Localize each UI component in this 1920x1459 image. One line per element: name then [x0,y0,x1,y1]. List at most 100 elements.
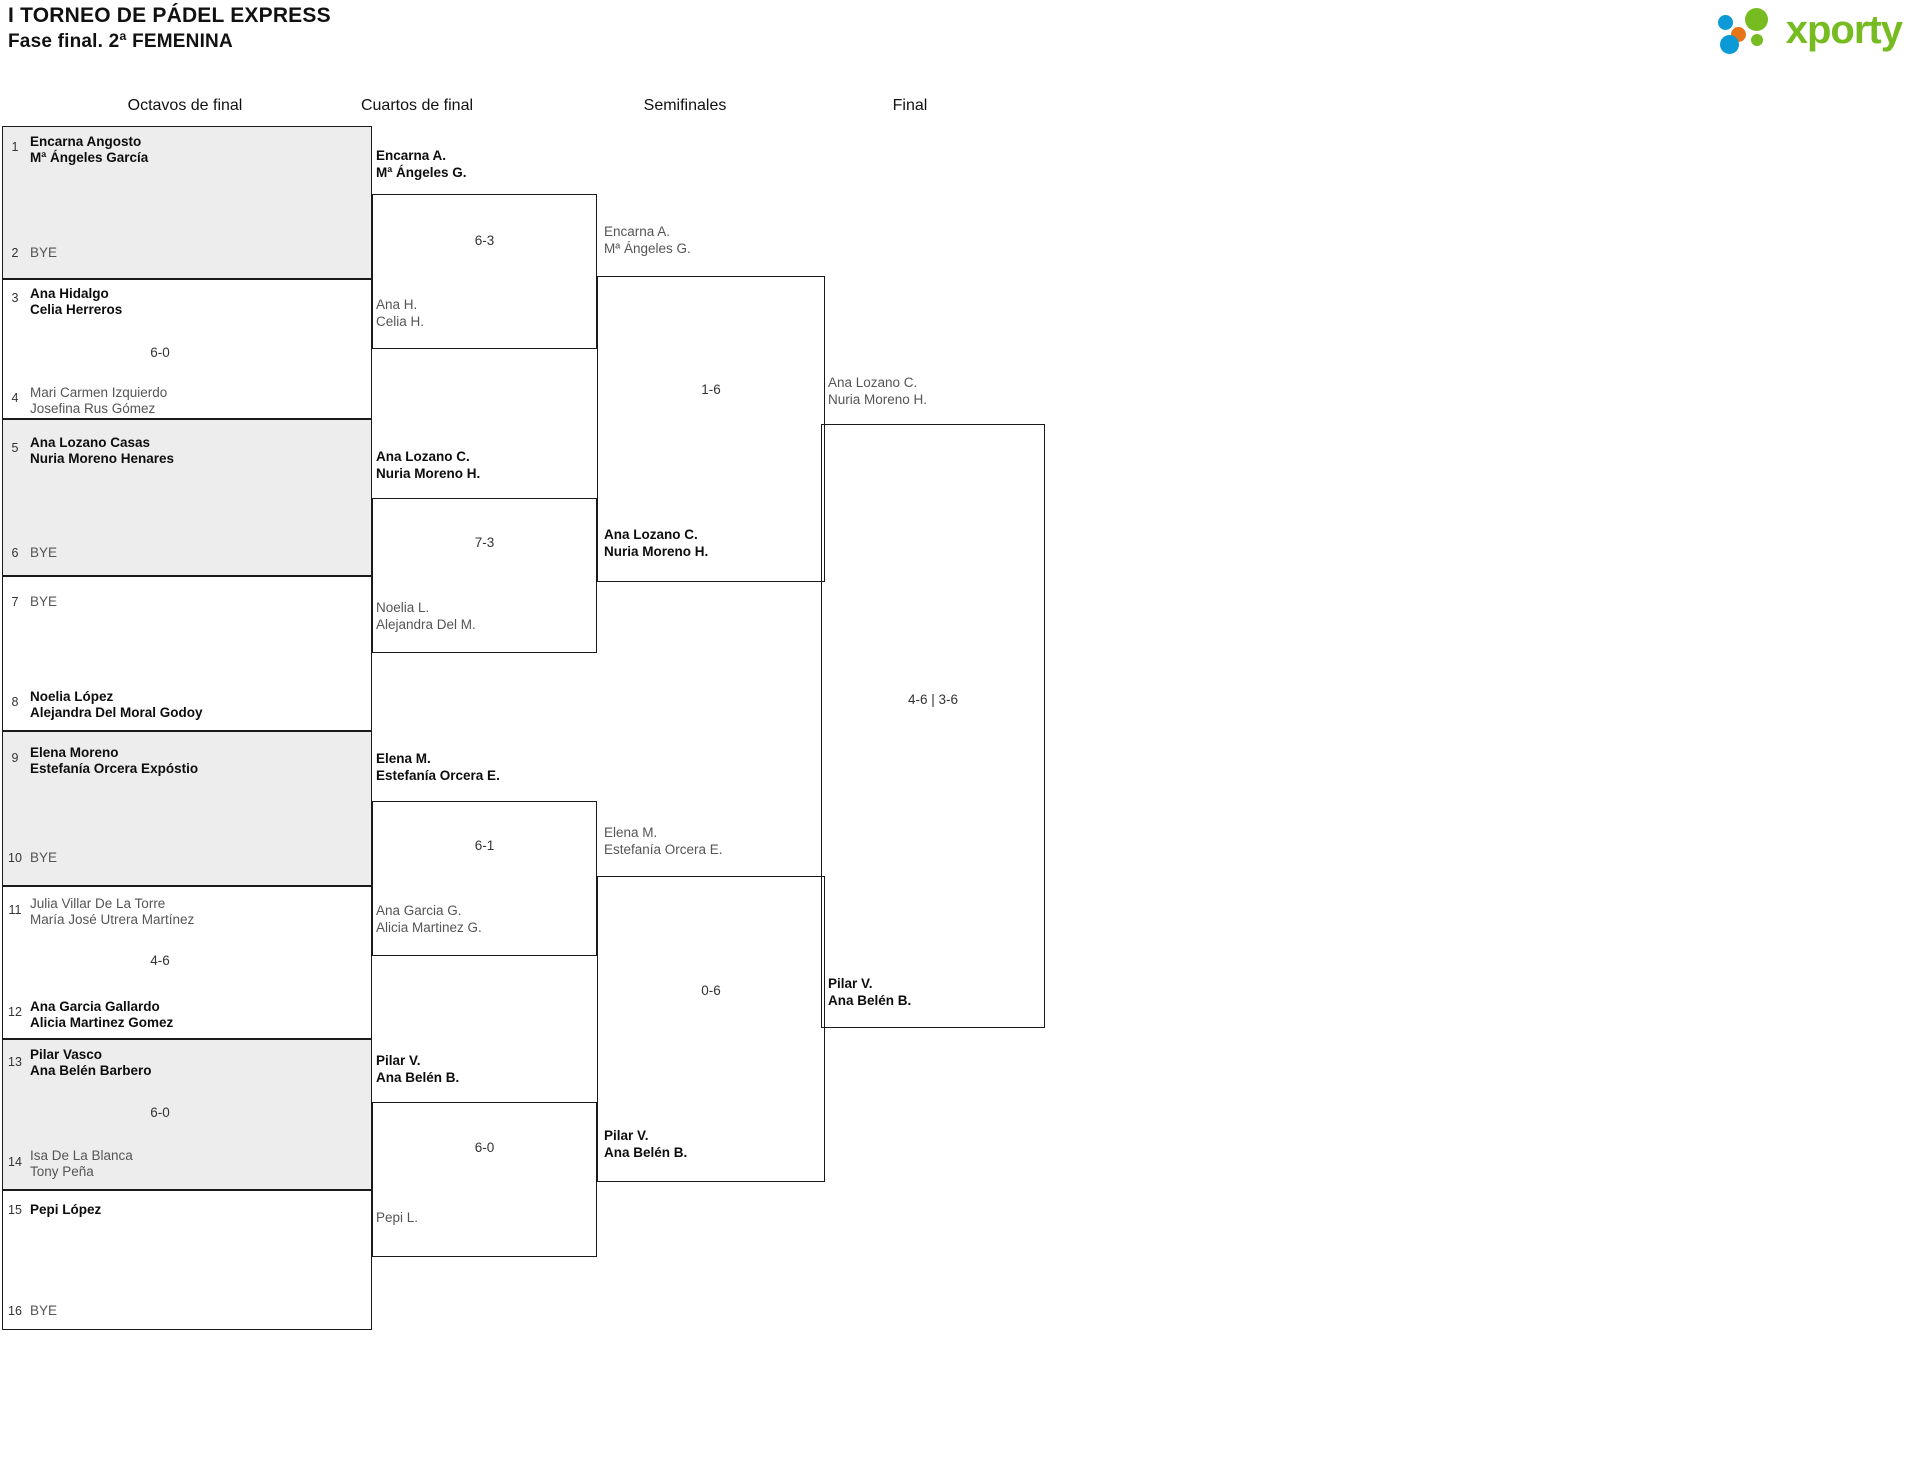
team-name: Josefina Rus Gómez [30,401,156,416]
round-header-cuartos: Cuartos de final [360,97,474,114]
team-name: Celia H. [376,314,425,329]
team-name: Mari Carmen Izquierdo [30,385,168,400]
team-name: Alejandra Del Moral Godoy [30,705,203,720]
seed-number: 11 [8,903,22,917]
team-name: Ana Lozano C. [376,449,470,464]
match-score: 4-6 | 3-6 [907,692,959,707]
seed-number: 14 [8,1155,22,1169]
seed-number: 15 [8,1203,22,1217]
seed-number: 13 [8,1055,22,1069]
team-name: Ana Belén Barbero [30,1063,152,1078]
team-name: Pepi L. [376,1210,419,1225]
team-name: Alejandra Del M. [376,617,476,632]
match-score: 6-0 [150,345,170,360]
tournament-title: I TORNEO DE PÁDEL EXPRESS [8,4,331,27]
logo-dots-icon [1717,6,1780,54]
cuartos-match-1[interactable] [372,194,597,349]
match-score: 1-6 [701,382,721,397]
octavos-match-7[interactable] [2,1039,372,1190]
xporty-logo: xporty [1717,6,1903,54]
team-name: Nuria Moreno Henares [30,451,175,466]
team-name: Ana Garcia G. [376,903,462,918]
seed-number: 5 [11,441,19,455]
cuartos-match-4[interactable] [372,1102,597,1257]
team-name: Nuria Moreno H. [376,466,481,481]
team-name: Nuria Moreno H. [604,544,709,559]
round-header-octavos: Octavos de final [127,97,243,114]
team-name: Julia Villar De La Torre [30,896,166,911]
team-name: Ana Garcia Gallardo [30,999,160,1014]
semifinales-match-2[interactable] [597,876,825,1182]
team-name: Ana Lozano C. [604,527,698,542]
bye-label: BYE [30,850,58,865]
match-score: 6-3 [474,233,495,248]
match-score: 6-0 [150,1105,170,1120]
seed-number: 2 [11,246,19,260]
team-name: Pilar V. [604,1128,649,1143]
team-name: Celia Herreros [30,302,123,317]
team-name: Ana Belén B. [376,1070,460,1085]
team-name: Ana Lozano C. [828,375,918,390]
match-score: 7-3 [474,535,495,550]
octavos-match-4[interactable] [2,576,372,731]
match-score: 4-6 [150,953,170,968]
team-name: Ana H. [376,297,418,312]
octavos-match-6[interactable] [2,886,372,1039]
match-score: 6-0 [474,1140,495,1155]
team-name: Pilar V. [376,1053,421,1068]
team-name: Noelia López [30,689,114,704]
team-name: Nuria Moreno H. [828,392,928,407]
logo-wordmark: xporty [1785,8,1903,52]
cuartos-match-2[interactable] [372,498,597,653]
seed-number: 4 [11,391,19,405]
team-name: Noelia L. [376,600,430,615]
page-title: I TORNEO DE PÁDEL EXPRESS Fase final. 2ª… [8,2,331,55]
seed-number: 12 [8,1005,22,1019]
bye-label: BYE [30,594,58,609]
team-name: Alicia Martinez G. [376,920,482,935]
seed-number: 7 [11,595,19,609]
team-name: Encarna A. [604,224,671,239]
team-name: Estefanía Orcera E. [376,768,500,783]
octavos-match-1[interactable] [2,126,372,279]
seed-number: 8 [11,695,19,709]
octavos-match-3[interactable] [2,419,372,576]
seed-number: 9 [11,751,19,765]
bye-label: BYE [30,545,58,560]
semifinales-match-1[interactable] [597,276,825,582]
octavos-match-5[interactable] [2,731,372,886]
team-name: Ana Belén B. [604,1145,688,1160]
team-name: Ana Belén B. [828,993,912,1008]
octavos-match-8[interactable] [2,1190,372,1330]
team-name: Tony Peña [30,1164,94,1179]
team-name: Ana Hidalgo [30,286,109,301]
tournament-subtitle: Fase final. 2ª FEMENINA [8,31,233,52]
round-header-semifinales: Semifinales [643,97,727,114]
team-name: Encarna Angosto [30,134,142,149]
team-name: Alicia Martinez Gomez [30,1015,174,1030]
seed-number: 1 [11,140,19,154]
team-name: Pilar V. [828,976,873,991]
bye-label: BYE [30,245,58,260]
team-name: Mª Ángeles G. [604,241,691,256]
cuartos-match-3[interactable] [372,801,597,956]
match-score: 6-1 [474,838,495,853]
team-name: Encarna A. [376,148,447,163]
team-name: Pepi López [30,1202,102,1217]
seed-number: 6 [11,546,19,560]
team-name: Mª Ángeles G. [376,165,467,180]
team-name: Ana Lozano Casas [30,435,151,450]
team-name: Mª Ángeles García [30,150,149,165]
final-match-1[interactable] [821,424,1045,1028]
round-header-final: Final [892,97,928,114]
team-name: Elena Moreno [30,745,119,760]
team-name: Estefanía Orcera E. [604,842,723,857]
team-name: María José Utrera Martínez [30,912,195,927]
team-name: Elena M. [604,825,658,840]
team-name: Elena M. [376,751,431,766]
team-name: Pilar Vasco [30,1047,103,1062]
team-name: Estefanía Orcera Expóstio [30,761,199,776]
bye-label: BYE [30,1303,58,1318]
octavos-match-2[interactable] [2,279,372,419]
